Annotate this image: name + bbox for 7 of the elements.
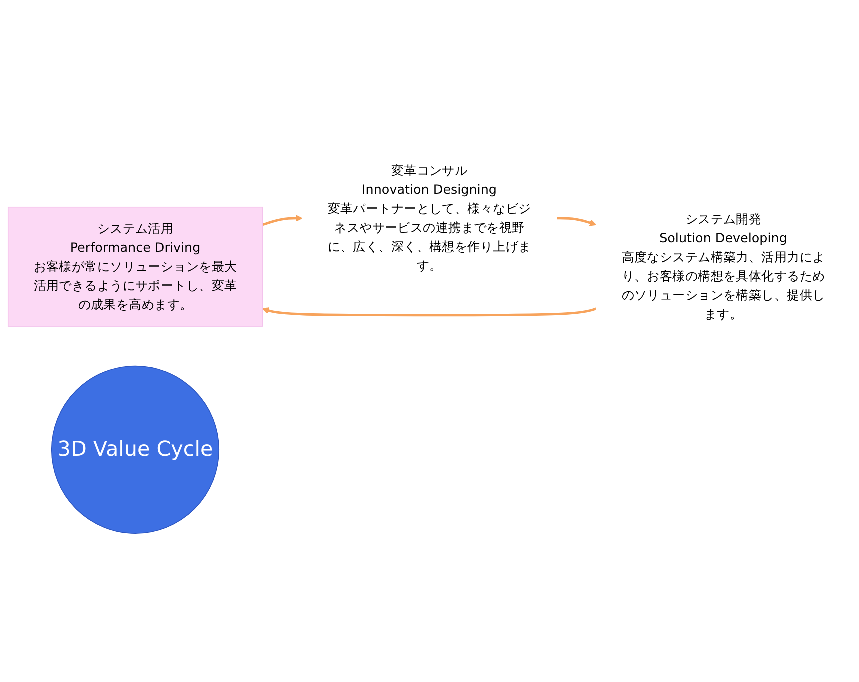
arrow [262,214,303,226]
node-text: システム開発 Solution Developing 高度なシステム構築力、活用力により、お客様の構想を具体化するためのソリューションを構築し、提供します。 [622,210,826,322]
node-box: システム活用 Performance Driving お客様が常にソリューションを最大活用できるようにサポートし、変革の成果を高めます。 [8,206,264,326]
arrow [262,307,597,316]
node-text: 変革コンサル Innovation Designing 変革パートナーとして、様々なビジネスやサービスの連携までを視野に、広く、深く、構想を作り上げます。 [328,162,532,273]
node-circle: 3D Value Cycle [51,365,220,534]
arrow [556,216,597,226]
